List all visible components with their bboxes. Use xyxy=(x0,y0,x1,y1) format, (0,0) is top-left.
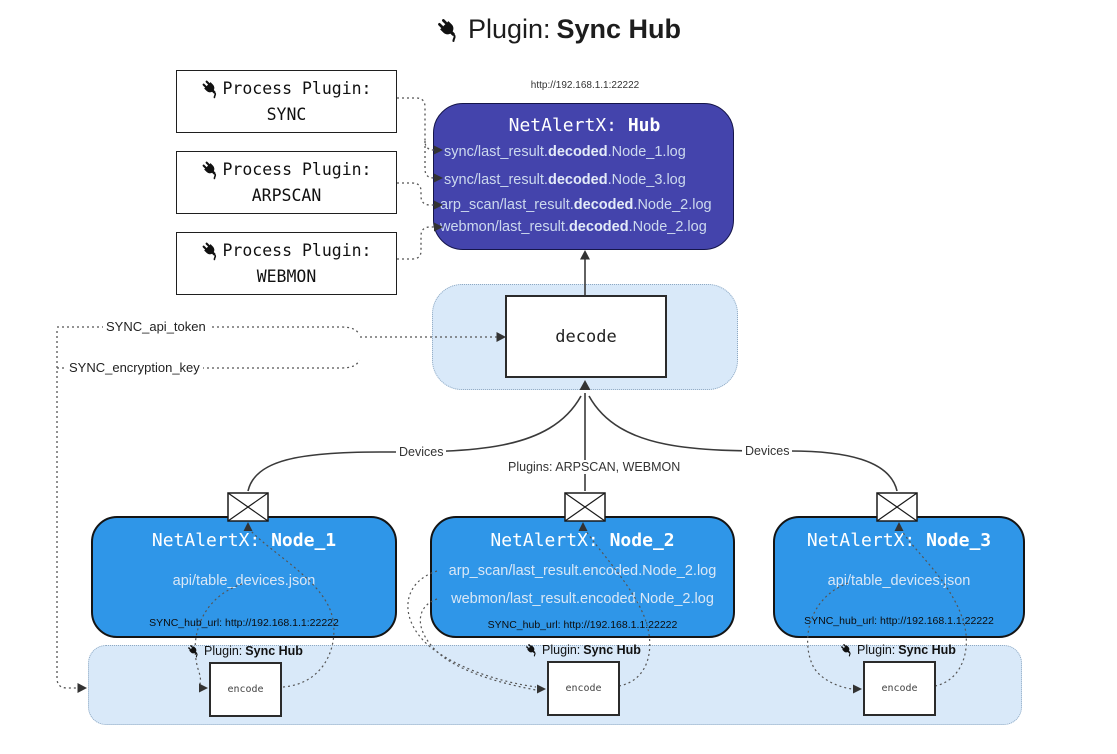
encode-plugin-label: Plugin: Sync Hub xyxy=(818,643,978,657)
node-file: api/table_devices.json xyxy=(827,573,971,589)
plug-icon xyxy=(201,78,222,99)
devices-right-label: Devices xyxy=(742,444,793,458)
node-file: api/table_devices.json xyxy=(172,573,316,589)
plug-icon xyxy=(840,643,854,657)
sync-encryption-key-label: SYNC_encryption_key xyxy=(66,360,203,375)
hub-log-row: sync/last_result.decoded.Node_1.log xyxy=(444,144,686,160)
process-plugin-label: Process Plugin: xyxy=(222,240,372,260)
hub-box: NetAlertX: Hub sync/last_result.decoded.… xyxy=(433,103,734,250)
node-2-box: NetAlertX: Node_2 arp_scan/last_result.e… xyxy=(430,516,735,638)
hub-log-row: webmon/last_result.decoded.Node_2.log xyxy=(440,219,707,235)
plug-icon xyxy=(435,16,462,43)
hub-log-row: arp_scan/last_result.decoded.Node_2.log xyxy=(440,197,712,213)
encode-box-1: encode xyxy=(209,662,282,717)
process-plugin-name: SYNC xyxy=(266,104,307,124)
hub-title-name: Hub xyxy=(627,115,661,136)
sync-api-token-label: SYNC_api_token xyxy=(103,319,209,334)
hub-url-label: http://192.168.1.1:22222 xyxy=(530,80,640,91)
node-file: webmon/last_result.encoded.Node_2.log xyxy=(451,591,714,607)
encode-box-2: encode xyxy=(547,661,620,716)
node-title: NetAlertX: Node_3 xyxy=(806,530,992,551)
plug-icon xyxy=(201,159,222,180)
process-plugin-connectors xyxy=(397,97,435,260)
node-file: arp_scan/last_result.encoded.Node_2.log xyxy=(448,563,717,579)
process-plugin-webmon: Process Plugin: WEBMON xyxy=(176,232,397,295)
process-plugin-name: ARPSCAN xyxy=(251,185,322,205)
node-hub-url: SYNC_hub_url: http://192.168.1.1:22222 xyxy=(804,615,994,627)
plug-icon xyxy=(525,643,539,657)
node-1-box: NetAlertX: Node_1 api/table_devices.json… xyxy=(91,516,397,638)
node-3-box: NetAlertX: Node_3 api/table_devices.json… xyxy=(773,516,1025,638)
node-hub-url: SYNC_hub_url: http://192.168.1.1:22222 xyxy=(487,619,678,631)
node-hub-url: SYNC_hub_url: http://192.168.1.1:22222 xyxy=(149,617,339,629)
page-title-prefix: Plugin: xyxy=(467,14,551,44)
process-plugin-sync: Process Plugin: SYNC xyxy=(176,70,397,133)
plug-icon xyxy=(201,240,222,261)
plug-icon xyxy=(187,644,201,658)
hub-title: NetAlertX: Hub xyxy=(434,115,735,136)
hub-title-prefix: NetAlertX: xyxy=(508,115,628,136)
process-plugin-arpscan: Process Plugin: ARPSCAN xyxy=(176,151,397,214)
devices-left-label: Devices xyxy=(396,445,447,459)
process-plugin-label: Process Plugin: xyxy=(222,159,372,179)
page-title-name: Sync Hub xyxy=(556,14,682,44)
decode-box: decode xyxy=(505,295,667,378)
node-title: NetAlertX: Node_2 xyxy=(490,530,675,551)
node-title: NetAlertX: Node_1 xyxy=(151,530,337,551)
plugins-center-label: Plugins: ARPSCAN, WEBMON xyxy=(505,460,684,474)
process-plugin-name: WEBMON xyxy=(256,266,317,286)
process-plugin-label: Process Plugin: xyxy=(222,78,372,98)
hub-log-row: sync/last_result.decoded.Node_3.log xyxy=(444,172,686,188)
encode-plugin-label: Plugin: Sync Hub xyxy=(165,644,325,658)
encode-plugin-label: Plugin: Sync Hub xyxy=(503,643,663,657)
encode-box-3: encode xyxy=(863,661,936,716)
page-title: Plugin: Sync Hub xyxy=(0,14,1117,45)
